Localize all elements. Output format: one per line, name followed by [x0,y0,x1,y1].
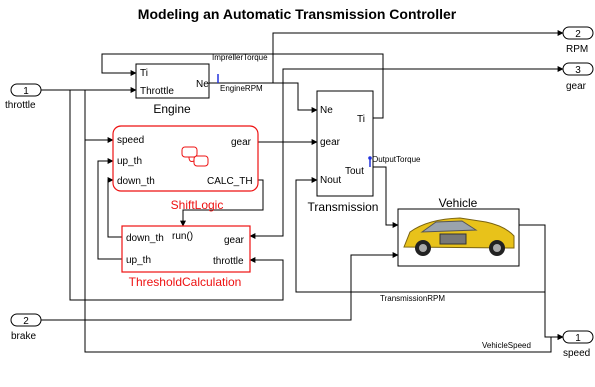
engine-port-ti: Ti [140,68,148,79]
signal-transmission-rpm: TransmissionRPM [380,294,445,303]
vehicle-label: Vehicle [439,196,478,210]
shift-logic-block[interactable]: speed up_th down_th gear CALC_TH ShiftLo… [112,125,259,212]
transmission-port-gear: gear [320,137,341,148]
transmission-label: Transmission [308,200,379,214]
threshold-port-gear: gear [224,235,245,246]
signal-labels: ImprellerTorque EngineRPM OutputTorque T… [212,53,531,350]
transmission-port-ti: Ti [357,114,365,125]
threshold-port-down-th: down_th [126,233,164,244]
inport-label: throttle [5,100,36,111]
inport-throttle[interactable]: 1 throttle [5,83,42,111]
shift-logic-port-up-th: up_th [117,156,142,167]
outport-label: RPM [566,44,588,55]
outport-rpm[interactable]: 2 RPM [562,26,594,55]
shift-logic-port-calc-th: CALC_TH [207,176,253,187]
threshold-port-throttle: throttle [213,256,244,267]
transmission-port-ne: Ne [320,105,333,116]
threshold-port-run: run() [172,231,193,242]
shift-logic-port-down-th: down_th [117,176,155,187]
outport-label: speed [563,348,590,359]
transmission-block[interactable]: Ne gear Nout Ti Tout Transmission [308,90,379,214]
signal-lines [41,30,564,353]
transmission-port-nout: Nout [320,175,341,186]
signal-output-torque: OutputTorque [372,155,421,164]
vehicle-block[interactable]: Vehicle [397,196,520,267]
inport-number: 1 [23,86,29,97]
outport-gear[interactable]: 3 gear [562,62,594,92]
threshold-port-up-th: up_th [126,255,151,266]
signal-engine-rpm: EngineRPM [220,84,263,93]
signal-vehicle-speed: VehicleSpeed [482,341,531,350]
engine-port-throttle: Throttle [140,86,174,97]
signal-marker [368,156,372,160]
outport-speed[interactable]: 1 speed [562,330,594,359]
threshold-calculation-label: ThresholdCalculation [129,275,242,289]
outport-number: 1 [575,333,581,344]
inport-label: brake [11,331,36,342]
engine-label: Engine [153,102,191,116]
engine-port-ne: Ne [196,79,209,90]
inport-number: 2 [23,316,29,327]
shift-logic-port-speed: speed [117,135,144,146]
car-cutaway-icon [403,217,515,256]
stateflow-chart-icon [181,146,209,167]
engine-block[interactable]: Ti Throttle Ne Engine [135,63,210,116]
inport-brake[interactable]: 2 brake [10,313,42,342]
signal-impeller-torque: ImprellerTorque [212,53,268,62]
threshold-calculation-block[interactable]: down_th up_th run() gear throttle Thresh… [121,225,251,289]
transmission-port-tout: Tout [345,166,364,177]
outport-number: 3 [575,65,581,76]
outport-number: 2 [575,29,581,40]
shift-logic-label: ShiftLogic [171,198,224,212]
shift-logic-port-gear: gear [231,137,252,148]
diagram-title: Modeling an Automatic Transmission Contr… [138,6,457,22]
outport-label: gear [566,81,587,92]
